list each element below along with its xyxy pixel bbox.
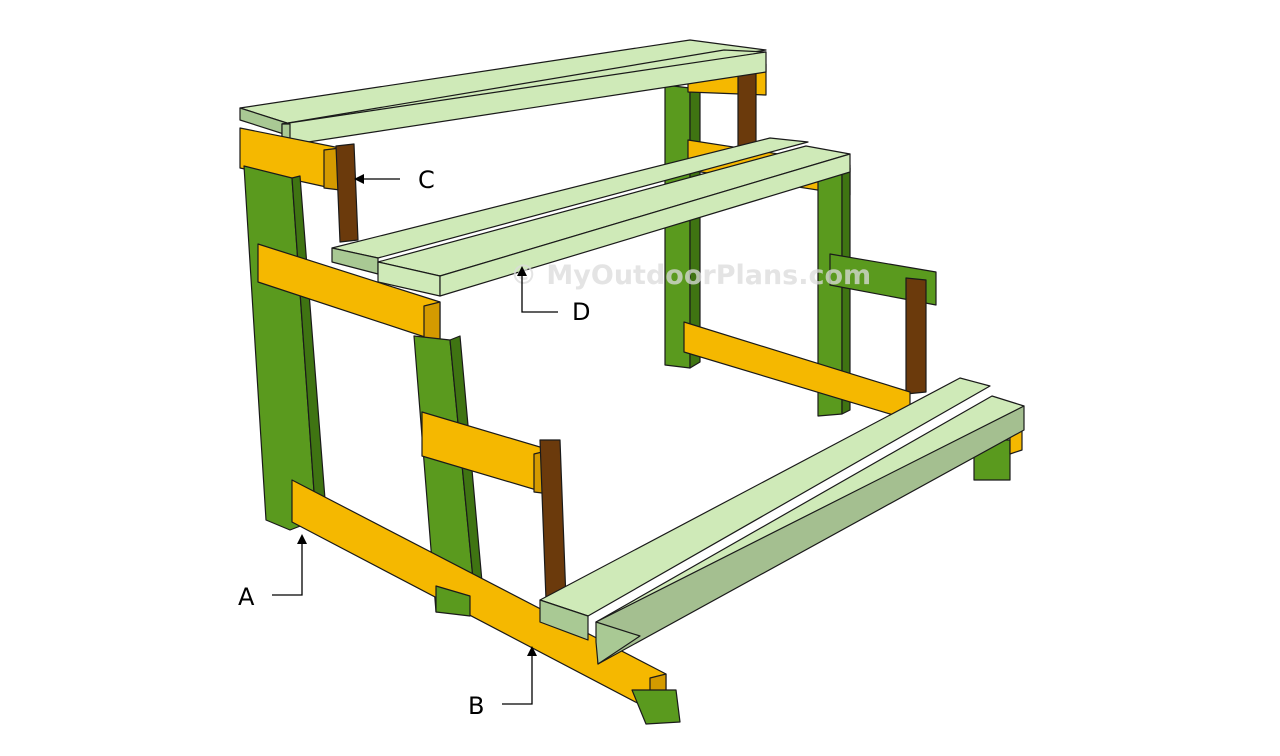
slat-bottom-back-edge <box>539 599 589 641</box>
support-right-lower <box>905 277 927 395</box>
callout-b-leader <box>502 652 533 705</box>
leg-front-bottom-left <box>631 689 681 725</box>
label-a: A <box>238 583 255 611</box>
watermark-text: © MyOutdoorPlans.com <box>510 260 871 291</box>
left-frame <box>239 127 359 531</box>
rail-back-lower <box>683 321 911 421</box>
support-top-left <box>335 143 359 243</box>
label-c: C <box>418 166 435 194</box>
middle-front-frame <box>413 335 567 613</box>
callout-a-leader <box>272 540 303 596</box>
callout-d-arrowhead <box>517 266 527 276</box>
callout-d-leader <box>521 272 558 313</box>
callout-c-arrowhead <box>354 174 364 184</box>
slat-bottom-back <box>539 377 991 617</box>
slat-bottom-front-face <box>595 405 1025 665</box>
slat-middle-front <box>377 145 851 277</box>
bottom-frame <box>291 479 681 725</box>
slat-middle-front-long <box>439 153 851 297</box>
callout-b-arrowhead <box>527 646 537 656</box>
label-d: D <box>572 298 590 326</box>
middle-tier <box>257 137 851 343</box>
support-back-top <box>737 67 757 151</box>
callout-a: A <box>238 534 307 611</box>
label-b: B <box>468 692 484 720</box>
slat-bottom-front-end <box>595 621 641 665</box>
rail-middle-left-end <box>423 301 441 343</box>
callout-b: B <box>468 646 537 720</box>
callout-c: C <box>354 166 435 194</box>
support-lower-left <box>539 439 567 601</box>
bottom-tier <box>539 377 1025 665</box>
callout-d: D <box>517 266 590 326</box>
leg-bottom-left-foot <box>435 585 471 617</box>
callout-a-arrowhead <box>297 534 307 544</box>
